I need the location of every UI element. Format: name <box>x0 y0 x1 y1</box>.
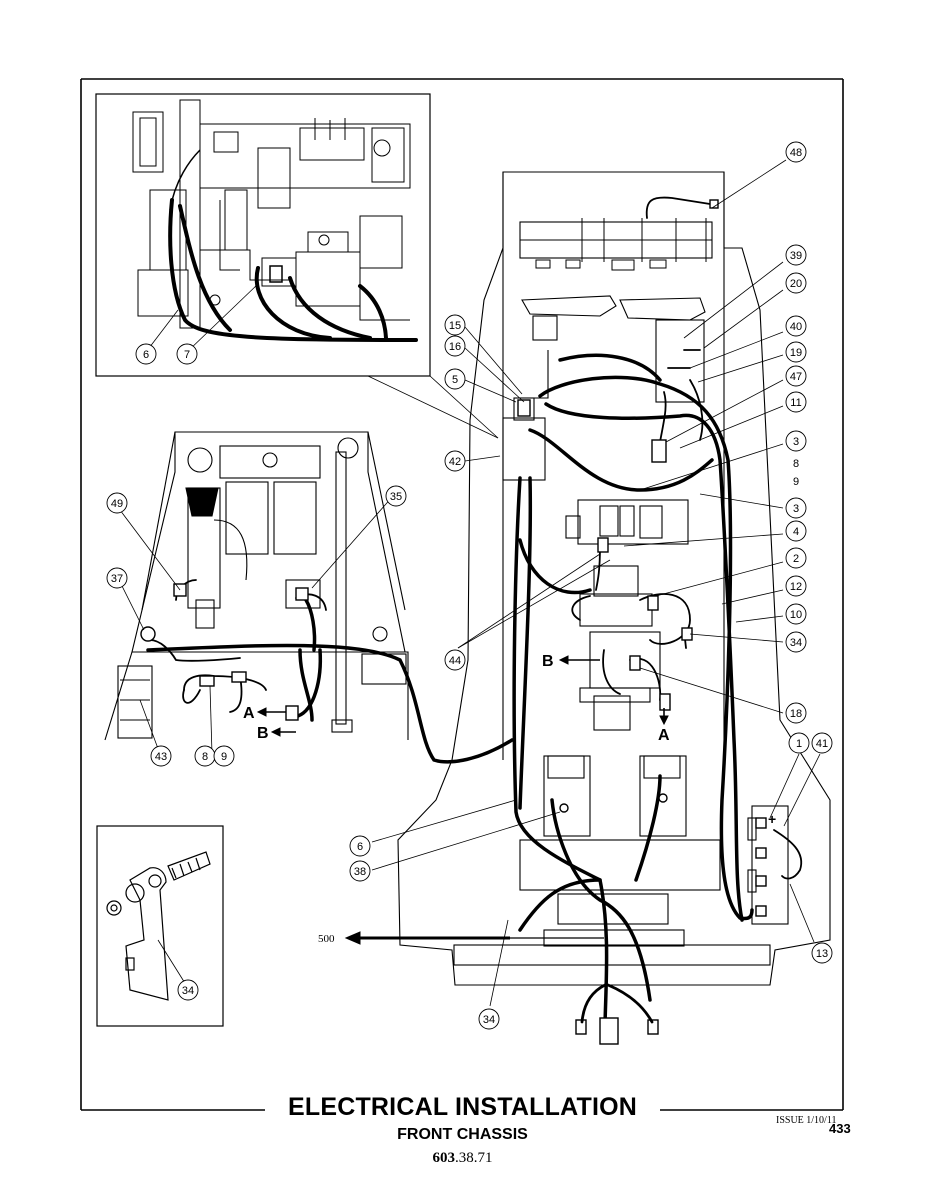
callout-34-right: 34 <box>790 637 802 649</box>
issue-date: ISSUE 1/10/11 <box>776 1115 837 1126</box>
arrow-label-a-left: A <box>243 705 255 722</box>
callout-42: 42 <box>449 456 461 468</box>
section-code-rest: .38.71 <box>455 1150 493 1166</box>
rear-loom <box>580 983 654 1024</box>
callout-10: 10 <box>790 609 802 621</box>
callout-41: 41 <box>816 738 828 750</box>
callout-48: 48 <box>790 147 802 159</box>
page-title: ELECTRICAL INSTALLATION <box>287 1093 638 1121</box>
callout-9-right: 9 <box>793 476 799 488</box>
callouts <box>116 159 821 1007</box>
callout-47: 47 <box>790 371 802 383</box>
callout-44: 44 <box>449 655 461 667</box>
callout-43: 43 <box>155 751 167 763</box>
arrow-labels: A B B A 500 <box>243 653 670 945</box>
arrow-label-b-center: B <box>542 653 554 670</box>
page-subtitle: FRONT CHASSIS <box>397 1126 528 1143</box>
cab-outline <box>104 431 409 741</box>
cab-connectors <box>140 583 309 721</box>
callout-37: 37 <box>111 573 123 585</box>
callout-12: 12 <box>790 581 802 593</box>
callout-49: 49 <box>111 498 123 510</box>
section-code: 603.38.71 <box>0 1150 925 1167</box>
chassis-harness <box>512 353 754 1027</box>
callout-16: 16 <box>449 341 461 353</box>
callout-2: 2 <box>793 553 799 565</box>
section-code-bold: 603 <box>432 1150 456 1166</box>
callout-20: 20 <box>790 278 802 290</box>
callout-15: 15 <box>449 320 461 332</box>
page-frame <box>80 78 844 1111</box>
engine-inset <box>95 93 499 439</box>
callout-34-inset: 34 <box>182 985 194 997</box>
callout-9-left: 9 <box>221 751 227 763</box>
plus-terminal: + <box>768 811 776 827</box>
callout-19: 19 <box>790 347 802 359</box>
chassis-outline <box>397 171 831 986</box>
callout-35: 35 <box>390 491 402 503</box>
callout-circles <box>106 141 833 1030</box>
page-number: 433 <box>829 1121 851 1136</box>
callout-13: 13 <box>816 948 828 960</box>
callout-6-engine: 6 <box>143 349 149 361</box>
callout-7: 7 <box>184 349 190 361</box>
callout-4: 4 <box>793 526 799 538</box>
ref-500-label: 500 <box>318 933 335 945</box>
callout-8-left: 8 <box>202 751 208 763</box>
cab-harness <box>146 598 514 764</box>
callout-6-chassis: 6 <box>357 841 363 853</box>
callout-11: 11 <box>790 397 801 409</box>
chassis-connectors <box>517 199 767 1045</box>
arrow-label-a-center: A <box>658 727 670 744</box>
callout-1: 1 <box>796 738 802 750</box>
callout-34-bottom: 34 <box>483 1014 495 1026</box>
callout-40: 40 <box>790 321 802 333</box>
arrows <box>256 655 669 945</box>
callout-labels: 48 39 20 40 19 47 11 3 8 9 3 4 2 12 10 3… <box>111 147 828 1026</box>
bracket-inset <box>96 825 224 1027</box>
arrow-label-b-left: B <box>257 725 269 742</box>
callout-18: 18 <box>790 708 802 720</box>
callout-3-bottom: 3 <box>793 503 799 515</box>
callout-5: 5 <box>452 374 458 386</box>
callout-3-top: 3 <box>793 436 799 448</box>
callout-38: 38 <box>354 866 366 878</box>
callout-39: 39 <box>790 250 802 262</box>
callout-8-right: 8 <box>793 458 799 470</box>
